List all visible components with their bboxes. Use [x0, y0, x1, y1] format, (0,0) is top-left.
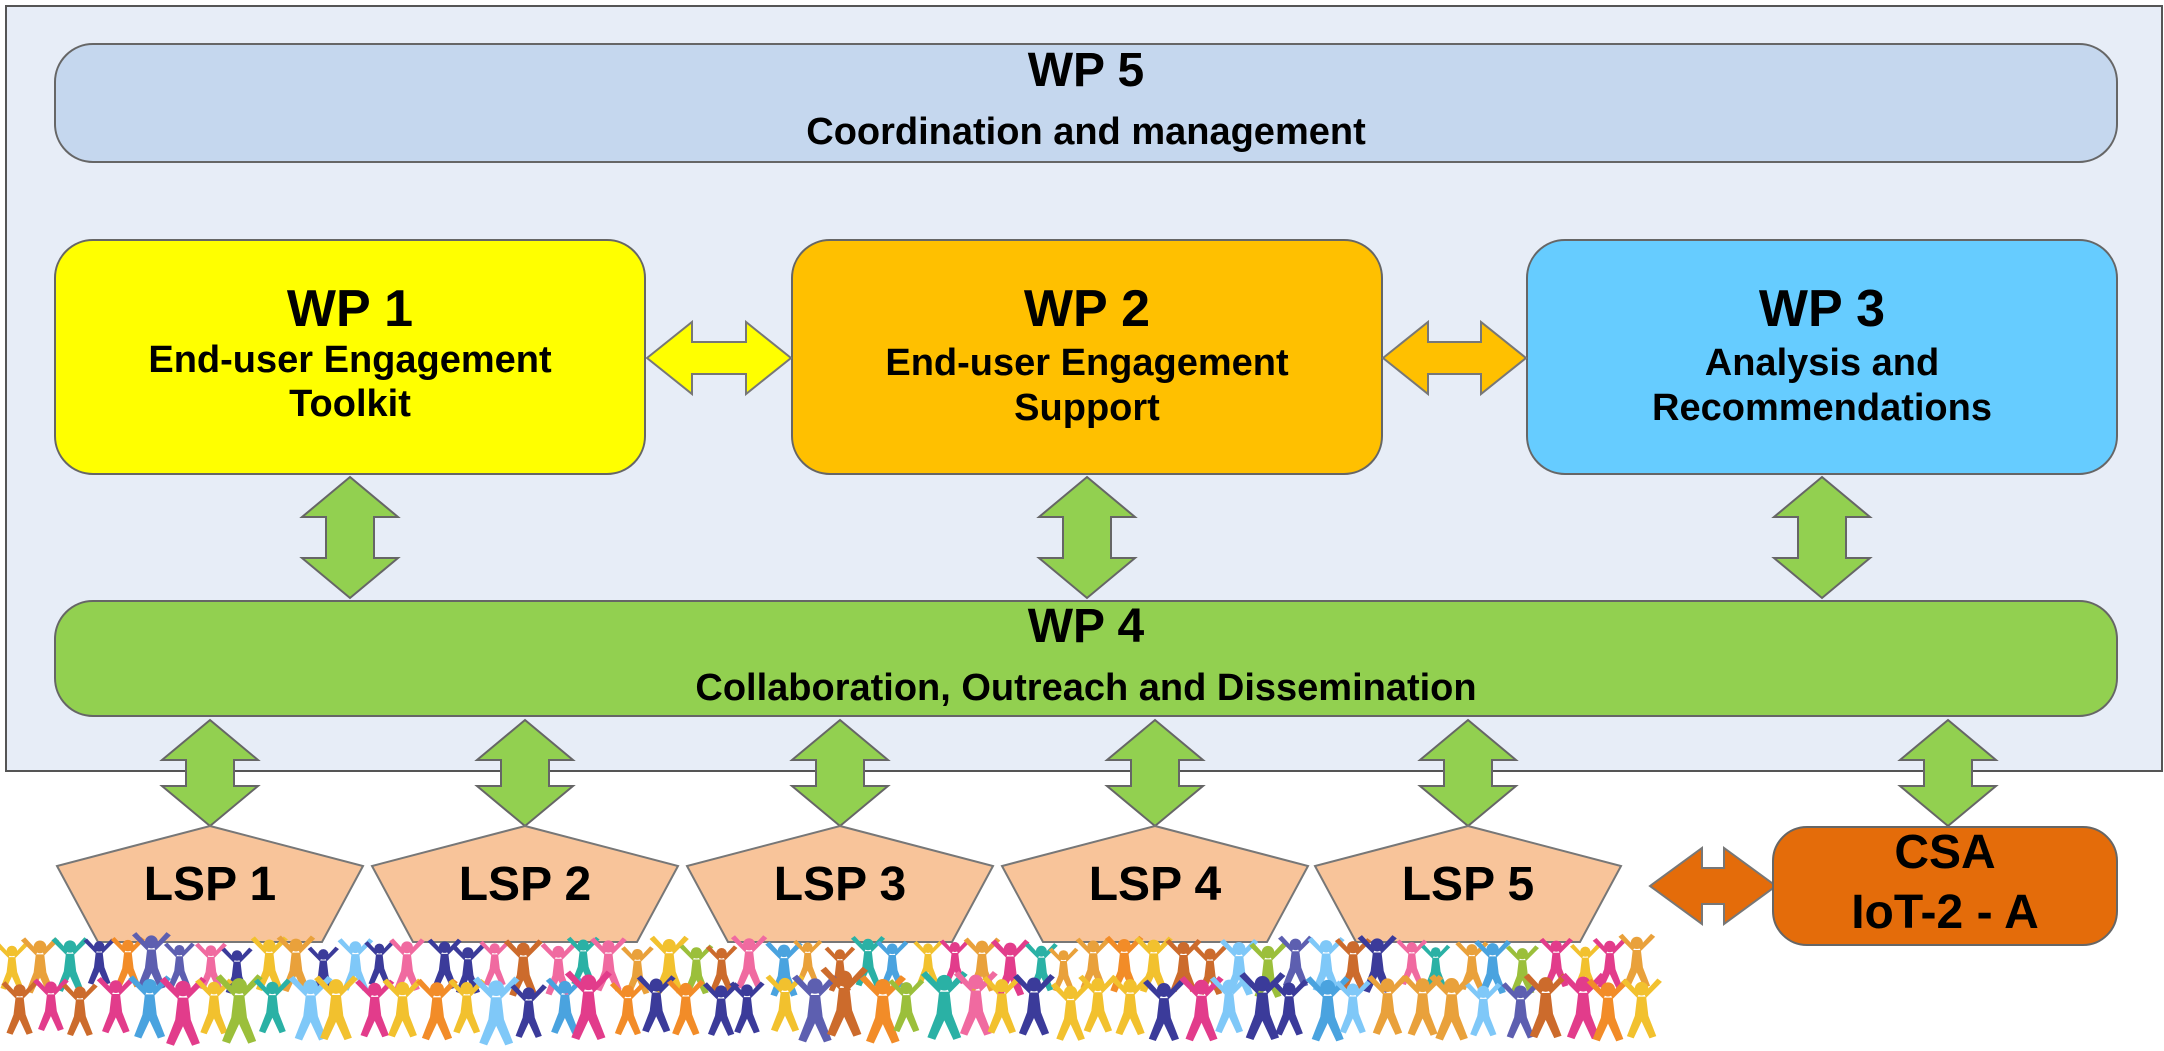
wp4-box: WP 4 Collaboration, Outreach and Dissemi…	[54, 600, 2118, 717]
lsp-4: LSP 4	[1000, 824, 1310, 943]
person-icon	[1465, 982, 1502, 1037]
lsp-label: LSP 1	[144, 858, 277, 911]
csa-line2: IoT-2 - A	[1851, 886, 2039, 939]
wp4-title: WP 4	[1028, 600, 1145, 653]
wp4-subtitle: Collaboration, Outreach and Disseminatio…	[695, 667, 1476, 709]
person-icon	[159, 976, 207, 1046]
wp1-title: WP 1	[287, 280, 413, 338]
wp1-line1: End-user Engagement	[148, 339, 552, 381]
double-arrow-icon	[1036, 475, 1138, 600]
person-icon	[1050, 982, 1091, 1041]
person-icon	[51, 937, 89, 992]
person-icon	[1013, 973, 1055, 1036]
lsp-2: LSP 2	[370, 824, 680, 943]
csa-box: CSA IoT-2 - A	[1772, 826, 2118, 946]
lsp-1: LSP 1	[55, 824, 365, 943]
wp5-box: WP 5 Coordination and management	[54, 43, 2118, 163]
person-icon	[702, 982, 740, 1036]
wp2-line2: Support	[1014, 387, 1160, 429]
person-icon	[1109, 975, 1151, 1036]
person-icon	[416, 978, 458, 1041]
person-icon	[1270, 979, 1309, 1036]
person-icon	[1621, 978, 1662, 1039]
double-arrow-icon	[299, 475, 401, 600]
person-icon	[1367, 975, 1408, 1035]
person-icon	[382, 978, 423, 1038]
wp3-box: WP 3 Analysis and Recommendations	[1526, 239, 2118, 475]
person-icon	[1143, 979, 1185, 1042]
person-icon	[96, 977, 135, 1034]
person-icon	[666, 979, 705, 1036]
double-arrow-icon	[1648, 846, 1778, 926]
person-icon	[1078, 974, 1118, 1033]
lsp-label: LSP 5	[1402, 858, 1535, 911]
person-icon	[1334, 980, 1371, 1034]
wp3-line1: Analysis and	[1705, 342, 1939, 384]
person-icon	[1, 981, 38, 1035]
person-icon	[859, 975, 907, 1044]
person-icon	[83, 938, 115, 985]
person-icon	[479, 940, 510, 986]
double-arrow-icon	[1771, 475, 1873, 600]
person-icon	[730, 935, 768, 989]
lsp-label: LSP 4	[1089, 858, 1222, 911]
wp5-subtitle: Coordination and management	[806, 111, 1366, 153]
wp5-title: WP 5	[1028, 44, 1144, 97]
lsp-5: LSP 5	[1313, 824, 1623, 943]
wp3-line2: Recommendations	[1652, 387, 1992, 429]
double-arrow-icon	[1381, 319, 1528, 397]
wp1-box: WP 1 End-user Engagement Toolkit	[54, 239, 646, 475]
csa-line1: CSA	[1894, 826, 1995, 879]
person-icon	[355, 979, 395, 1038]
person-icon	[820, 966, 868, 1037]
lsp-label: LSP 2	[459, 858, 592, 911]
lsp-label: LSP 3	[774, 858, 907, 911]
wp2-title: WP 2	[1024, 280, 1150, 338]
person-icon	[1209, 976, 1249, 1034]
person-icon	[888, 979, 925, 1033]
double-arrow-icon	[645, 319, 793, 397]
person-icon	[729, 981, 765, 1034]
person-icon	[253, 978, 291, 1034]
person-icon	[510, 984, 547, 1038]
lsp-3: LSP 3	[685, 824, 995, 943]
wp2-line1: End-user Engagement	[885, 342, 1289, 384]
wp2-box: WP 2 End-user Engagement Support	[791, 239, 1383, 475]
person-icon	[110, 937, 145, 988]
wp3-title: WP 3	[1759, 280, 1885, 338]
person-icon	[609, 982, 646, 1036]
wp1-line2: Toolkit	[289, 383, 411, 425]
crowd-of-people-icon	[0, 932, 1662, 1046]
person-icon	[364, 941, 395, 986]
person-icon	[62, 983, 98, 1037]
